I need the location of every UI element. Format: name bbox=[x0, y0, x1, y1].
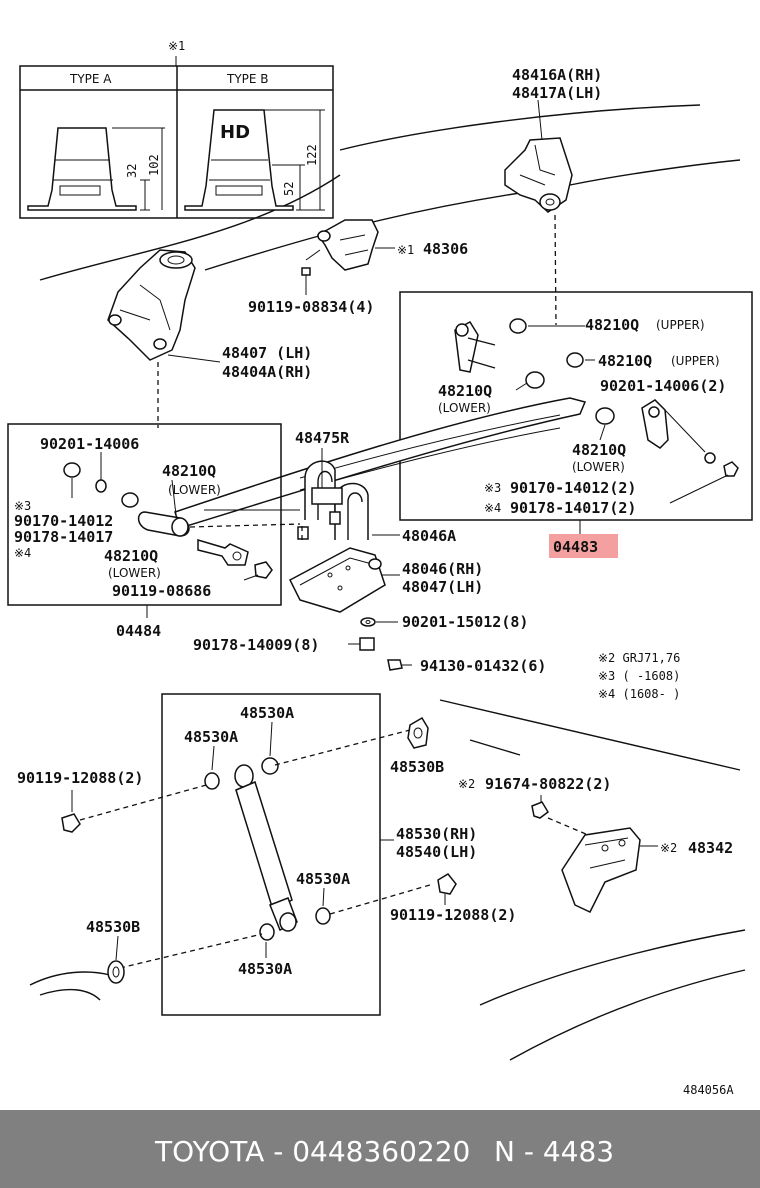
label-48210q-lower-b: 48210Q bbox=[572, 441, 626, 459]
label-lower-b: (LOWER) bbox=[572, 460, 625, 474]
label-48407: 48407 (LH) bbox=[222, 344, 312, 362]
bracket-48342 bbox=[561, 827, 641, 913]
label-91674-80822: 91674-80822(2) bbox=[485, 775, 611, 793]
type-a-stopper: 32 102 bbox=[27, 127, 165, 211]
type-a-dim-large: 102 bbox=[147, 154, 161, 176]
ref3-left: ※3 bbox=[14, 499, 31, 513]
label-90201-15012: 90201-15012(8) bbox=[402, 613, 528, 631]
label-48475r: 48475R bbox=[295, 429, 350, 447]
label-90170-14012: 90170-14012 bbox=[14, 512, 113, 530]
label-90119-08834: 90119-08834(4) bbox=[248, 298, 374, 316]
hd-mark: HD bbox=[220, 122, 250, 143]
label-04483[interactable]: 04483 bbox=[553, 538, 598, 556]
ref4-right: ※4 bbox=[484, 501, 501, 515]
label-90178-14017: 90178-14017 bbox=[14, 528, 113, 546]
bolt-90119-12088-left bbox=[61, 790, 81, 833]
label-48530b-1: 48530B bbox=[390, 758, 444, 776]
u-bolt-assembly bbox=[289, 460, 386, 613]
note-4: ※4 (1608- ) bbox=[598, 687, 680, 701]
label-90178-14017-2: 90178-14017(2) bbox=[510, 499, 636, 517]
label-04484: 04484 bbox=[116, 622, 161, 640]
label-48210q-lower-d: 48210Q bbox=[104, 547, 158, 565]
label-90119-08686: 90119-08686 bbox=[112, 582, 211, 600]
label-48046a: 48046A bbox=[402, 527, 456, 545]
label-48530-rh: 48530(RH) bbox=[396, 825, 477, 843]
label-lower-c: (LOWER) bbox=[168, 483, 221, 497]
hardware-small bbox=[348, 617, 412, 671]
label-48417a-lh: 48417A(LH) bbox=[512, 84, 602, 102]
label-48210q-upper-2: 48210Q bbox=[598, 352, 652, 370]
type-inset-table: TYPE A TYPE B 32 102 HD 52 bbox=[19, 65, 334, 219]
label-lower-d: (LOWER) bbox=[108, 566, 161, 580]
label-90178-14009: 90178-14009(8) bbox=[193, 636, 319, 654]
label-48342: 48342 bbox=[688, 839, 733, 857]
label-48530a-3: 48530A bbox=[296, 870, 350, 888]
ref2-91674: ※2 bbox=[458, 777, 475, 791]
note-3: ※3 ( -1608) bbox=[598, 669, 680, 683]
label-48530a-1: 48530A bbox=[240, 704, 294, 722]
label-48404a: 48404A(RH) bbox=[222, 363, 312, 381]
type-b-dim-large: 122 bbox=[305, 144, 319, 166]
label-48210q-lower-c: 48210Q bbox=[162, 462, 216, 480]
label-48046-rh: 48046(RH) bbox=[402, 560, 483, 578]
type-b-stopper: HD 52 122 bbox=[184, 109, 325, 211]
footer-bar: TOYOTA - 0448360220 N - 4483 bbox=[0, 1110, 760, 1188]
highlight-04483[interactable] bbox=[549, 534, 618, 558]
parts-diagram: ※1 TYPE A TYPE B 32 102 HD bbox=[7, 39, 753, 1097]
label-48210q-upper-1: 48210Q bbox=[585, 316, 639, 334]
type-a-title: TYPE A bbox=[69, 72, 112, 86]
footer-ref-code: N - 4483 bbox=[494, 1135, 615, 1168]
bushing-48530b-top bbox=[407, 716, 429, 749]
label-48530a-4: 48530A bbox=[238, 960, 292, 978]
label-48047-lh: 48047(LH) bbox=[402, 578, 483, 596]
front-hanger bbox=[107, 249, 196, 361]
type-b-dim-small: 52 bbox=[282, 182, 296, 196]
note-2: ※2 GRJ71,76 bbox=[598, 651, 680, 665]
label-lower-a: (LOWER) bbox=[438, 401, 491, 415]
label-90170-14012-2: 90170-14012(2) bbox=[510, 479, 636, 497]
ref2-48342: ※2 bbox=[660, 841, 677, 855]
figure-code: 484056A bbox=[683, 1083, 734, 1097]
label-48306: 48306 bbox=[423, 240, 468, 258]
label-90119-12088-left: 90119-12088(2) bbox=[17, 769, 143, 787]
label-48530b-2: 48530B bbox=[86, 918, 140, 936]
shock-absorber bbox=[79, 729, 431, 969]
vehicle-outline bbox=[29, 104, 746, 1061]
label-90201-14006: 90201-14006 bbox=[40, 435, 139, 453]
kit-box-04483 bbox=[399, 291, 753, 521]
bolt-90119-12088-right bbox=[437, 873, 457, 905]
bump-stopper bbox=[316, 219, 379, 271]
ref4-left: ※4 bbox=[14, 546, 31, 560]
type-b-title: TYPE B bbox=[226, 72, 269, 86]
label-48210q-lower-a: 48210Q bbox=[438, 382, 492, 400]
label-upper-2: (UPPER) bbox=[671, 354, 720, 368]
type-a-dim-small: 32 bbox=[125, 164, 139, 178]
shackle-bracket bbox=[504, 99, 573, 213]
ref1-top: ※1 bbox=[168, 39, 185, 53]
label-48416a-rh: 48416A(RH) bbox=[512, 66, 602, 84]
label-90119-12088-right: 90119-12088(2) bbox=[390, 906, 516, 924]
kit-04484-parts bbox=[63, 452, 301, 581]
shock-absorber-box bbox=[161, 693, 381, 1016]
ref1-48306: ※1 bbox=[397, 243, 414, 257]
label-48530a-2: 48530A bbox=[184, 728, 238, 746]
ref3-right: ※3 bbox=[484, 481, 501, 495]
bolt-91674-80822 bbox=[531, 795, 601, 841]
label-94130-01432: 94130-01432(6) bbox=[420, 657, 546, 675]
label-upper-1: (UPPER) bbox=[656, 318, 705, 332]
bolt-90119-08834 bbox=[301, 249, 321, 295]
footer-part-number: TOYOTA - 0448360220 bbox=[155, 1135, 471, 1168]
kit-04483-parts bbox=[174, 318, 739, 529]
bushing-48530b-bottom bbox=[107, 935, 125, 984]
label-90201-14006-2: 90201-14006(2) bbox=[600, 377, 726, 395]
kit-box-04484 bbox=[7, 423, 282, 606]
label-48540-lh: 48540(LH) bbox=[396, 843, 477, 861]
